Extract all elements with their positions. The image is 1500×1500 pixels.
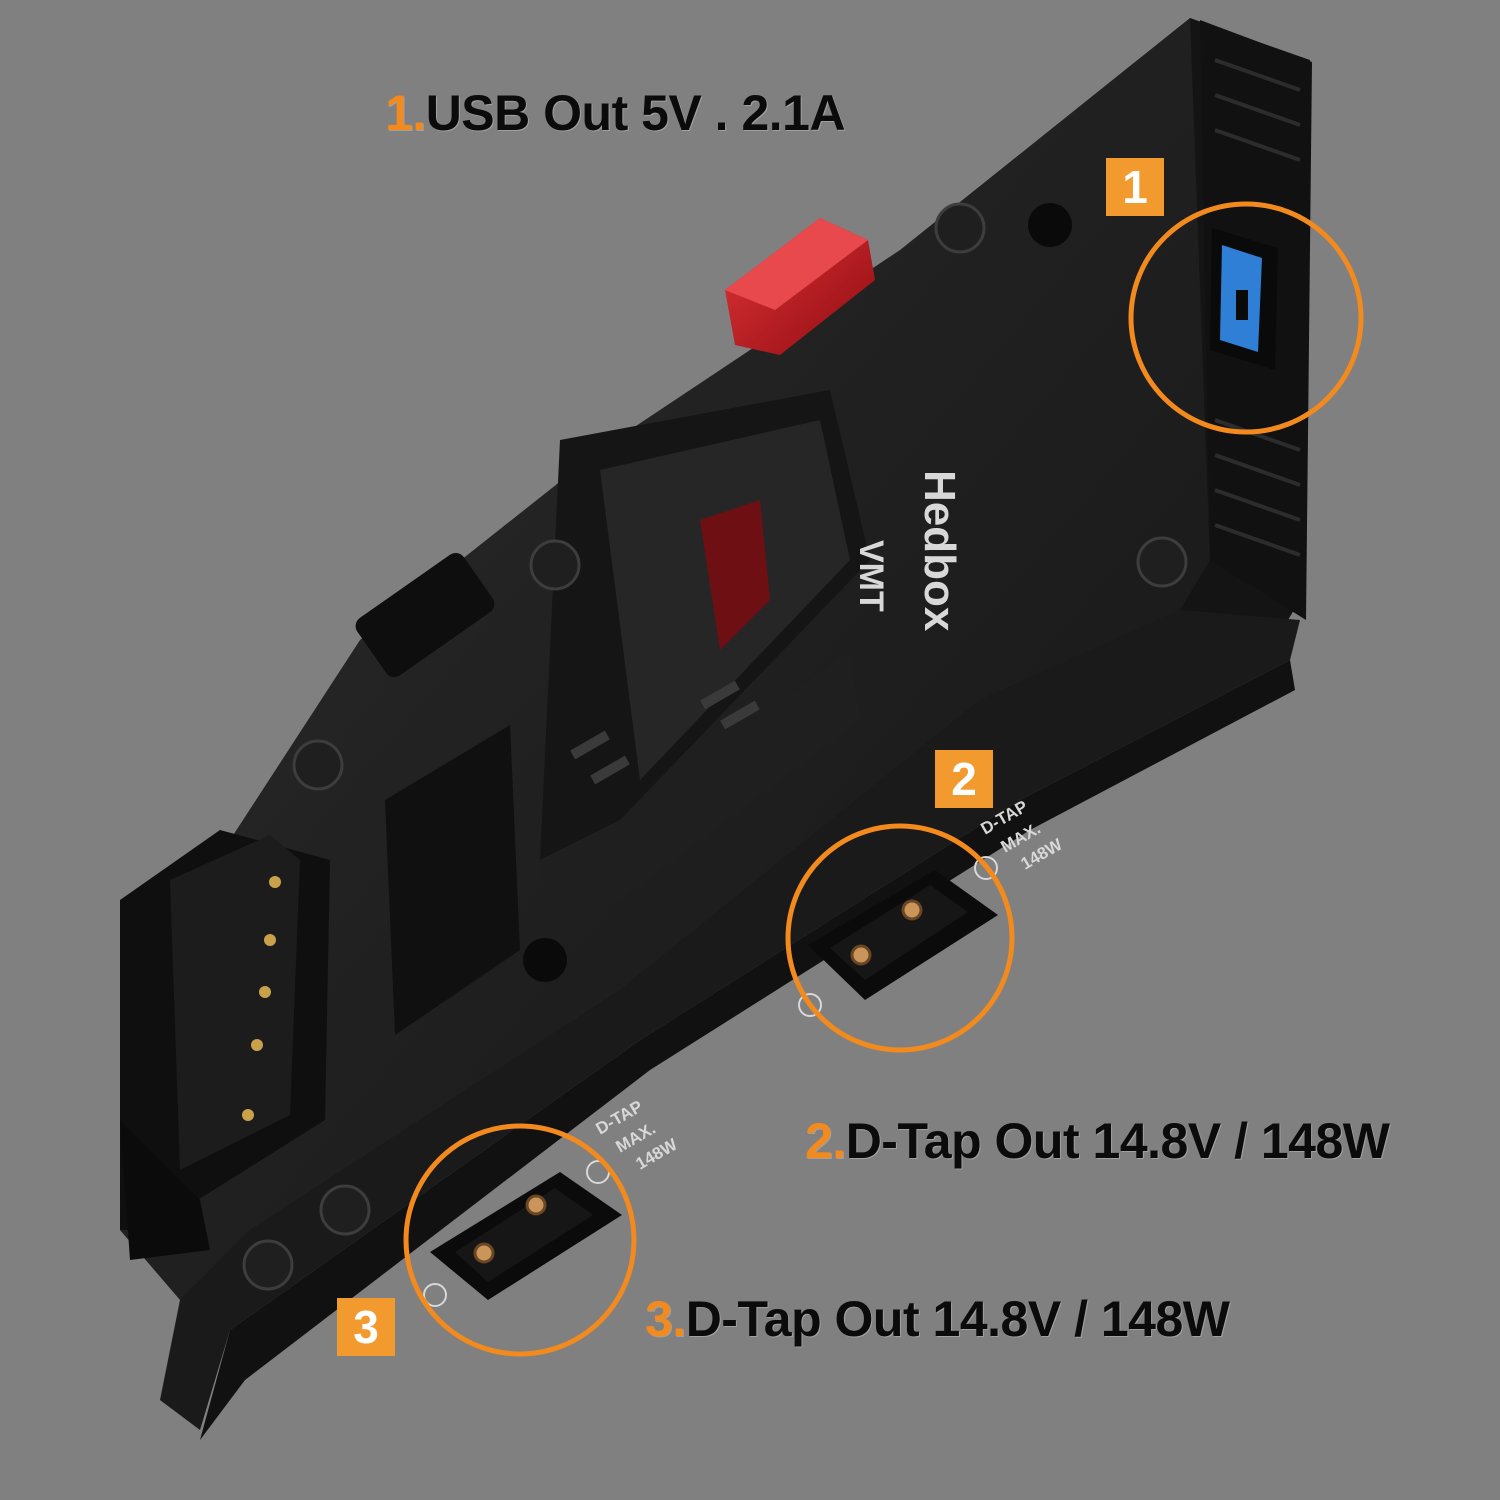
battery-plate [120,18,1312,1440]
label-recess [385,725,520,1035]
brand-label: Hedbox [915,470,964,632]
callout-usb: 1.USB Out 5V . 2.1A [385,84,846,142]
mount-label: VMT [852,540,890,612]
callout-2-number: 2. [805,1113,846,1169]
badge-3: 3 [337,1298,395,1356]
mounting-holes [523,203,1072,982]
locating-block [355,552,495,678]
badge-1: 1 [1106,158,1164,216]
screws [242,202,1188,1291]
usb-port[interactable] [1210,228,1278,370]
callout-3-text: D-Tap Out 14.8V / 148W [685,1291,1230,1347]
highlight-circles [403,201,1364,1357]
highlight-circle-usb [1128,201,1364,435]
callout-1-number: 1. [385,85,426,141]
cooling-fins [1214,58,1301,557]
badge-2: 2 [935,750,993,808]
release-lever[interactable] [725,218,875,355]
highlight-circle-dtap-lower [403,1123,637,1357]
dtap-port-upper[interactable]: D-TAP MAX. 148W [798,797,1066,1017]
callout-dtap-upper: 2.D-Tap Out 14.8V / 148W [805,1112,1390,1170]
callout-2-text: D-Tap Out 14.8V / 148W [845,1113,1390,1169]
callout-3-number: 3. [645,1291,686,1347]
callout-1-text: USB Out 5V . 2.1A [425,85,846,141]
battery-connector [120,830,330,1260]
v-mount-wedge [540,390,870,900]
brand-engraving: Hedbox VMT [852,470,964,632]
highlight-circle-dtap-upper [785,823,1015,1053]
callout-dtap-lower: 3.D-Tap Out 14.8V / 148W [645,1290,1230,1348]
dtap-port-lower[interactable]: D-TAP MAX. 148W [423,1097,681,1307]
